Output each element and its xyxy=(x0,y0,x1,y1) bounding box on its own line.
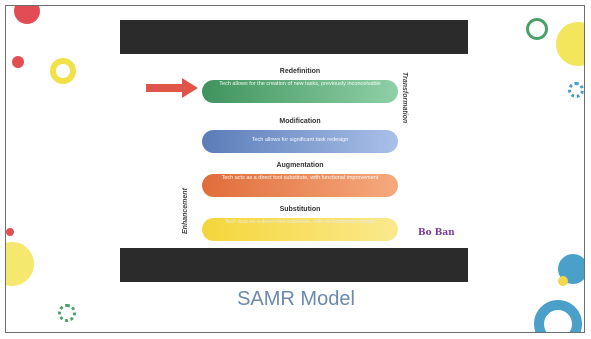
redefinition-title: Redefinition xyxy=(279,68,321,75)
modification-description: Tech allows for significant task redesig… xyxy=(251,137,349,143)
substitution-pill xyxy=(202,218,398,241)
redefinition-description: Tech allows for the creation of new task… xyxy=(219,81,381,87)
augmentation-title: Augmentation xyxy=(276,162,324,169)
substitution-description: Tech acts as a direct tool substitute, w… xyxy=(224,219,376,225)
transformation-label: Transformation xyxy=(401,72,408,124)
slide-caption: SAMR Model xyxy=(237,288,355,310)
decorative-circle xyxy=(568,82,584,98)
modification-pill xyxy=(202,130,398,153)
decorative-circle xyxy=(14,6,40,24)
substitution-title: Substitution xyxy=(279,206,321,213)
samr-slide: Redefinition Tech allows for the creatio… xyxy=(5,5,585,333)
decorative-circle xyxy=(534,300,582,332)
decorative-circle xyxy=(50,58,76,84)
bottom-bar xyxy=(120,248,468,282)
enhancement-label: Enhancement xyxy=(182,188,189,234)
decorative-circle xyxy=(556,22,584,66)
modification-title: Modification xyxy=(279,118,321,125)
decorative-circle xyxy=(6,228,14,236)
decorative-circle xyxy=(58,304,76,322)
top-bar xyxy=(120,20,468,54)
decorative-circle xyxy=(558,276,568,286)
augmentation-description: Tech acts as a direct tool substitute, w… xyxy=(221,175,379,181)
redefinition-pill xyxy=(202,80,398,103)
arrow-right-icon xyxy=(146,78,198,98)
decorative-circle xyxy=(526,18,548,40)
decorative-circle xyxy=(12,56,24,68)
augmentation-pill xyxy=(202,174,398,197)
logo: Bo Ban xyxy=(418,228,455,238)
decorative-circle xyxy=(6,242,34,286)
